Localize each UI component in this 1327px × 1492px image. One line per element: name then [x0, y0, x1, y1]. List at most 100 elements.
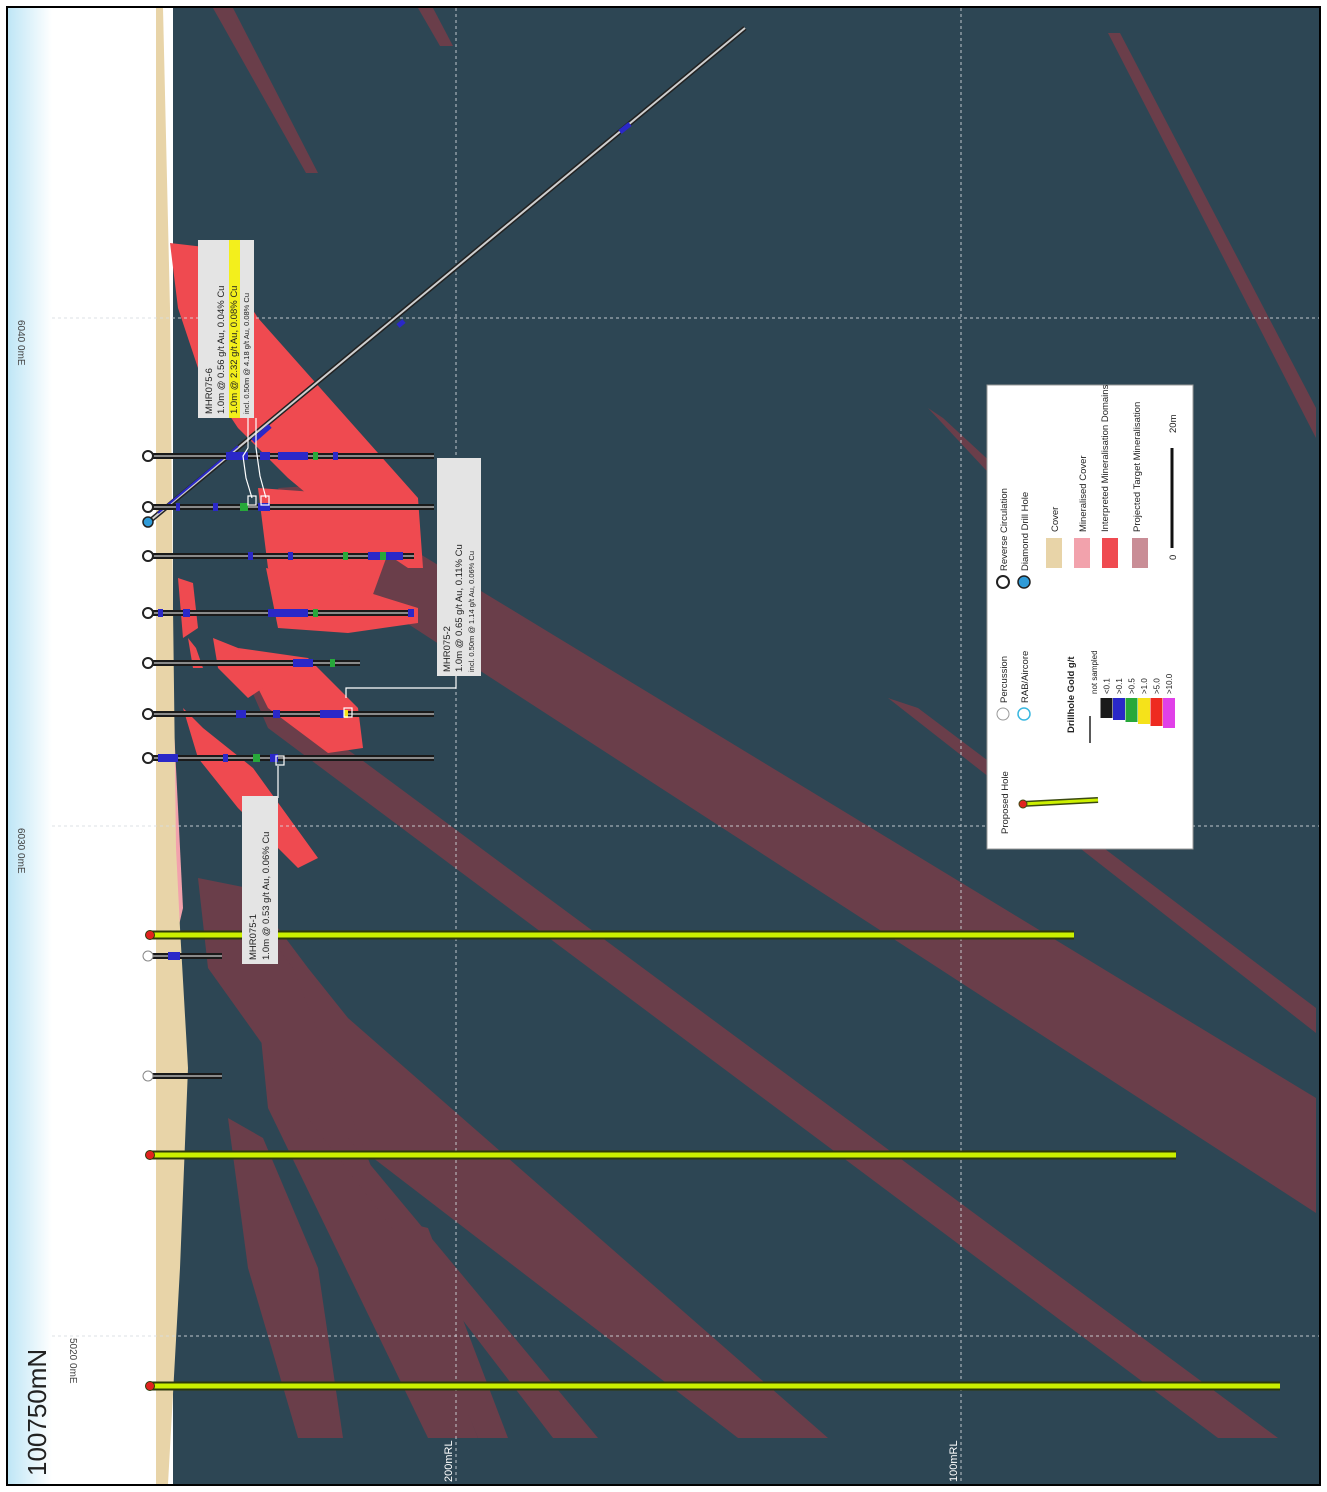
rc-drill-holes — [142, 450, 434, 1082]
legend-diamond-symbol — [1017, 575, 1031, 589]
callout-mhr075-2-line-3: incl. 0.50m @ 1.14 g/t Au, 0.06% Cu — [467, 551, 476, 672]
hole-collar — [142, 1070, 154, 1082]
assay-interval — [330, 659, 335, 667]
assay-interval — [260, 452, 270, 460]
easting-label-2: 6030 0mE — [15, 828, 26, 874]
hole-collar — [142, 752, 154, 764]
rc-hole-1 — [142, 450, 434, 462]
hole-collar — [142, 550, 154, 562]
legend-gold-class-6-swatch — [1150, 698, 1163, 726]
legend-gold-class-6-label: >5.0 — [1153, 678, 1162, 694]
assay-interval — [158, 609, 163, 617]
rc-hole-3 — [142, 550, 414, 562]
assay-interval — [226, 452, 248, 460]
assay-interval — [158, 754, 178, 762]
assay-interval — [288, 552, 293, 560]
legend-cover-label: Cover — [1050, 507, 1061, 532]
legend-scale-length: 20m — [1168, 414, 1179, 433]
assay-interval — [344, 710, 348, 718]
diamond-hole-collar — [142, 516, 154, 528]
rl-label-200: 200mRL — [443, 1440, 455, 1482]
rc-hole-2 — [142, 501, 434, 513]
legend: Proposed Hole Percussion RAB/Aircore Rev… — [986, 384, 1194, 850]
svg-text:100mRL: 100mRL — [948, 1440, 960, 1482]
proposed-hole-collar — [145, 1381, 155, 1391]
assay-interval — [313, 452, 318, 460]
callout-mhr075-6-line-1: MHR075-6 — [204, 368, 215, 414]
legend-gold-class-2-label: <0.1 — [1103, 678, 1112, 694]
rc-hole-9 — [142, 1070, 222, 1082]
svg-text:5020 0mE: 5020 0mE — [67, 1338, 78, 1384]
assay-interval — [253, 754, 260, 762]
legend-cover-swatch — [1046, 538, 1062, 568]
legend-gold-class-5-label: >1.0 — [1140, 678, 1149, 694]
assay-interval — [380, 552, 386, 560]
rl-label-100: 100mRL — [948, 1440, 960, 1482]
proposed-hole-collar — [145, 930, 155, 940]
hole-collar — [142, 501, 154, 513]
assay-interval — [333, 452, 338, 460]
legend-percussion-label: Percussion — [999, 656, 1010, 703]
legend-gold-class-7-label: >10.0 — [1165, 673, 1174, 694]
rc-hole-5 — [142, 657, 360, 669]
assay-interval — [236, 710, 246, 718]
legend-gold-class-3-swatch — [1113, 698, 1125, 720]
hole-collar — [142, 708, 154, 720]
callout-mhr075-2-line-1: MHR075-2 — [442, 626, 453, 672]
hole-collar — [142, 607, 154, 619]
legend-gold-class-1-label: not sampled — [1090, 650, 1099, 694]
legend-interpreted-domain-label: Interpreted Mineralisation Domains — [1100, 384, 1111, 532]
callout-mhr075-6-line-4: incl. 0.50m @ 4.18 g/t Au, 0.08% Cu — [242, 293, 251, 414]
assay-interval — [258, 503, 270, 511]
legend-percussion-symbol — [996, 707, 1010, 721]
callout-mhr075-1: MHR075-1 1.0m @ 0.53 g/t Au, 0.06% Cu — [242, 796, 278, 964]
assay-interval — [293, 659, 313, 667]
svg-text:6030 0mE: 6030 0mE — [15, 828, 26, 874]
legend-mineralised-cover-swatch — [1074, 538, 1090, 568]
legend-gold-class-4-swatch — [1125, 698, 1138, 722]
rc-hole-8 — [142, 950, 222, 962]
legend-gold-class-4-label: >0.5 — [1128, 678, 1137, 694]
legend-mineralised-cover-label: Mineralised Cover — [1078, 455, 1089, 532]
assay-interval — [176, 503, 180, 511]
assay-interval — [183, 609, 190, 617]
callout-leaders — [242, 418, 457, 798]
callout-mhr075-6-line-3: 1.0m @ 2.32 g/t Au, 0.08% Cu — [229, 286, 240, 414]
proposed-hole-2 — [145, 1150, 1176, 1160]
assay-interval — [248, 552, 253, 560]
callout-mhr075-2: MHR075-2 1.0m @ 0.65 g/t Au, 0.11% Cu in… — [437, 458, 481, 676]
legend-rab-label: RAB/Aircore — [1020, 651, 1031, 703]
legend-rab-symbol — [1017, 707, 1031, 721]
legend-rc-symbol — [996, 575, 1010, 589]
cross-section-frame: 100750mN 6040 0mE 6030 0mE 5020 0mE 200m… — [6, 6, 1321, 1486]
hole-collar — [142, 450, 154, 462]
callout-mhr075-1-line-1: MHR075-1 — [248, 914, 259, 960]
legend-projected-target-label: Projected Target Mineralisation — [1132, 402, 1143, 532]
svg-text:200mRL: 200mRL — [443, 1440, 455, 1482]
hole-collar — [142, 950, 154, 962]
assay-interval — [213, 503, 218, 511]
proposed-holes — [145, 930, 1280, 1391]
legend-proposed-collar — [1018, 799, 1028, 809]
legend-proposed-hole-label: Proposed Hole — [1000, 771, 1011, 834]
assay-interval — [278, 452, 308, 460]
cover-layer — [156, 8, 188, 1484]
callout-mhr075-1-line-2: 1.0m @ 0.53 g/t Au, 0.06% Cu — [261, 832, 272, 960]
legend-gold-classes: not sampled<0.1>0.1>0.5>1.0>5.0>10.0 — [1089, 650, 1175, 743]
callout-mhr075-6-line-2: 1.0m @ 0.56 g/t Au, 0.04% Cu — [216, 286, 227, 414]
legend-gold-class-2-swatch — [1100, 698, 1113, 718]
legend-gold-class-7-swatch — [1163, 698, 1175, 728]
legend-rc-label: Reverse Circulation — [999, 488, 1010, 571]
svg-text:6040 0mE: 6040 0mE — [15, 320, 26, 366]
assay-interval — [268, 609, 308, 617]
legend-diamond-label: Diamond Drill Hole — [1020, 492, 1031, 571]
legend-projected-target-swatch — [1132, 538, 1148, 568]
rc-hole-4 — [142, 607, 414, 619]
section-title: 100750mN — [22, 1349, 52, 1476]
easting-label-1: 6040 0mE — [15, 320, 26, 366]
cross-section-view: 100750mN 6040 0mE 6030 0mE 5020 0mE 200m… — [8, 8, 1319, 1484]
legend-scale-zero: 0 — [1168, 555, 1179, 560]
legend-gold-class-5-swatch — [1138, 698, 1150, 724]
rc-hole-6 — [142, 708, 434, 720]
legend-box — [986, 384, 1194, 850]
